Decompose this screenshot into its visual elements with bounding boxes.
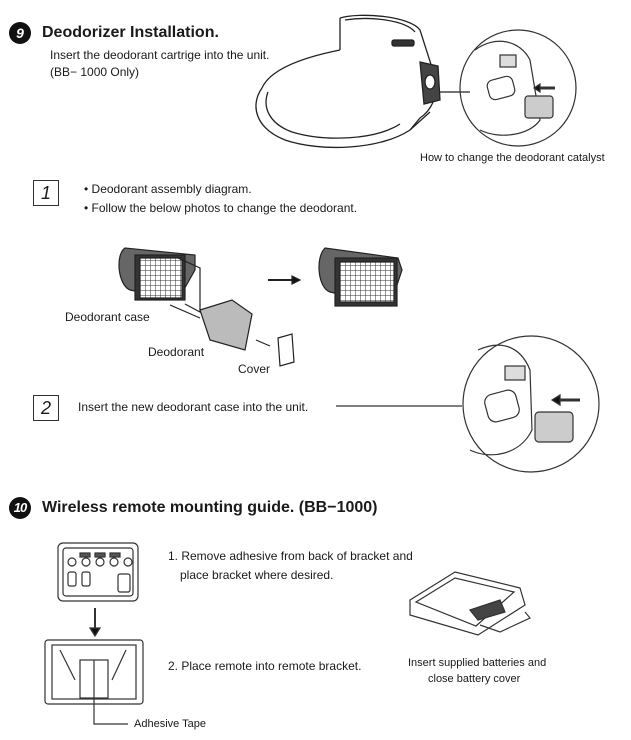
catalyst-caption: How to change the deodorant catalyst xyxy=(420,152,605,164)
remote-step-1-line-1: 1. Remove adhesive from back of bracket … xyxy=(168,549,413,563)
remote-step-2: 2. Place remote into remote bracket. xyxy=(168,659,362,673)
label-cover: Cover xyxy=(238,362,271,376)
step-2-box: 2 xyxy=(33,395,59,421)
label-deodorant: Deodorant xyxy=(148,345,205,359)
section-9-title: Deodorizer Installation. xyxy=(42,24,219,41)
section-10-number: 10 xyxy=(9,497,31,519)
remote-step-1-line-2: place bracket where desired. xyxy=(180,568,334,582)
adhesive-tape-label: Adhesive Tape xyxy=(134,718,206,730)
step-1-box: 1 xyxy=(33,180,59,206)
section-10-title: Wireless remote mounting guide. (BB−1000… xyxy=(42,499,378,516)
section-9-instruction: Insert the deodorant cartrige into the u… xyxy=(50,48,270,62)
section-9-number: 9 xyxy=(9,22,31,44)
battery-instruction-line-1: Insert supplied batteries and xyxy=(408,657,547,669)
section-9-model-note: (BB− 1000 Only) xyxy=(50,65,140,79)
step-2-instruction: Insert the new deodorant case into the u… xyxy=(78,400,309,414)
label-deodorant-case: Deodorant case xyxy=(65,310,150,324)
battery-instruction-line-2: close battery cover xyxy=(428,673,521,685)
step-1-bullet-1: • Deodorant assembly diagram. xyxy=(84,182,252,196)
step-1-bullet-2: • Follow the below photos to change the … xyxy=(84,201,358,215)
